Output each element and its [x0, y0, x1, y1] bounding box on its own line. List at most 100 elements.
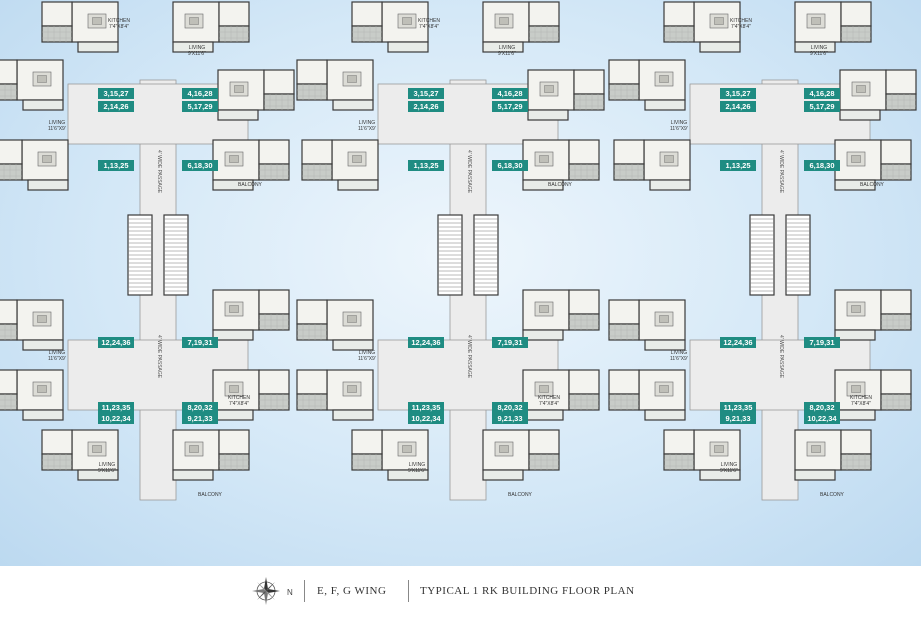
room	[608, 299, 640, 325]
room-name: BALCONY	[548, 182, 572, 188]
unit-number-tag: 5,17,29	[182, 101, 218, 112]
furniture	[229, 155, 239, 163]
furniture	[499, 17, 509, 25]
furniture	[544, 85, 554, 93]
room	[482, 469, 524, 481]
unit-number-tag: 8,20,32	[804, 402, 840, 413]
furniture	[42, 155, 52, 163]
room-name: KITCHEN	[730, 18, 752, 24]
unit-number-tag: 4,16,28	[804, 88, 840, 99]
room	[0, 323, 18, 341]
furniture	[851, 385, 861, 393]
unit-number-tag: 9,21,33	[182, 413, 218, 424]
unit-number-tag: 1,13,25	[98, 160, 134, 171]
furniture	[664, 155, 674, 163]
room	[880, 369, 912, 395]
unit-number-tag: 7,19,31	[804, 337, 840, 348]
room	[638, 369, 686, 411]
footer-divider	[304, 580, 305, 602]
passage-label: 4' WIDE PASSAGE	[156, 335, 162, 379]
unit-number-tag: 7,19,31	[182, 337, 218, 348]
room	[332, 99, 374, 111]
room-size: 9'X11'6"	[810, 51, 828, 57]
footer-divider	[408, 580, 409, 602]
room	[573, 93, 605, 111]
room-name: LIVING	[48, 350, 66, 356]
furniture	[714, 445, 724, 453]
room	[568, 163, 600, 181]
room	[482, 41, 524, 53]
unit-number-tag: 6,18,30	[804, 160, 840, 171]
furniture	[811, 17, 821, 25]
room	[528, 1, 560, 27]
room-name: LIVING	[408, 462, 426, 468]
furniture	[352, 155, 362, 163]
furniture	[402, 445, 412, 453]
unit-number-tag: 8,20,32	[182, 402, 218, 413]
room	[880, 139, 912, 165]
room-name: LIVING	[358, 120, 376, 126]
room	[608, 59, 640, 85]
room-size: 9'X11'6"	[498, 51, 516, 57]
room	[644, 339, 686, 351]
room	[41, 1, 73, 27]
room	[296, 369, 328, 395]
unit-number-tag: 9,21,33	[720, 413, 756, 424]
unit-number-tag: 8,20,32	[492, 402, 528, 413]
furniture	[539, 155, 549, 163]
room	[41, 25, 73, 43]
unit-number-tag: 5,17,29	[804, 101, 840, 112]
compass-north-label: N	[287, 588, 293, 597]
room	[263, 69, 295, 95]
room	[568, 369, 600, 395]
room	[663, 429, 695, 455]
unit-number-tag: 7,19,31	[492, 337, 528, 348]
room-name: LIVING	[358, 350, 376, 356]
room-size: 7'4"X8'4"	[109, 24, 129, 30]
room-name: LIVING	[98, 462, 116, 468]
room	[834, 179, 876, 191]
furniture	[92, 17, 102, 25]
room	[218, 25, 250, 43]
furniture	[659, 385, 669, 393]
room-name: KITCHEN	[850, 395, 872, 401]
room	[527, 109, 569, 121]
room-size: 11'6"X9'	[670, 126, 688, 132]
room-size: 7'4"X8'4"	[851, 401, 871, 407]
room	[644, 409, 686, 421]
room	[573, 69, 605, 95]
room	[22, 409, 64, 421]
passage-label: 4' WIDE PASSAGE	[156, 150, 162, 194]
room-label: BALCONY	[548, 182, 572, 188]
room	[77, 41, 119, 53]
room	[644, 99, 686, 111]
room-label: BALCONY	[238, 182, 262, 188]
room	[528, 25, 560, 43]
room-name: LIVING	[48, 120, 66, 126]
unit-number-tag: 4,16,28	[182, 88, 218, 99]
furniture	[851, 305, 861, 313]
furniture	[811, 445, 821, 453]
furniture	[347, 385, 357, 393]
room-size: 11'6"X9'	[670, 356, 688, 362]
room	[296, 299, 328, 325]
furniture	[499, 445, 509, 453]
room	[351, 1, 383, 27]
room	[258, 139, 290, 165]
room	[880, 163, 912, 181]
room-name: BALCONY	[508, 492, 532, 498]
room	[258, 369, 290, 395]
furniture	[37, 75, 47, 83]
room	[528, 429, 560, 455]
unit-number-tag: 3,15,27	[720, 88, 756, 99]
furniture	[659, 315, 669, 323]
room	[218, 429, 250, 455]
room-size: 7'4"X8'4"	[229, 401, 249, 407]
